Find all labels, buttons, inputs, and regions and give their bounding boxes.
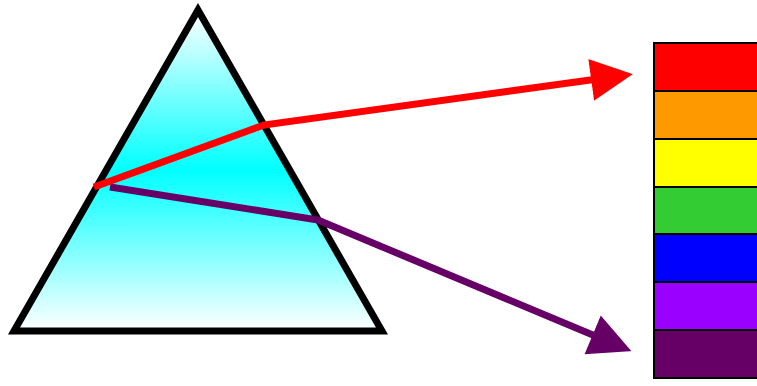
spectrum-band-6 (655, 283, 757, 332)
spectrum-band-2 (655, 91, 757, 140)
red-ray (92, 59, 633, 191)
color-spectrum (653, 42, 757, 379)
spectrum-band-4 (655, 187, 757, 236)
spectrum-band-7 (655, 331, 757, 378)
prism (7, 2, 389, 335)
violet-ray (109, 183, 632, 355)
spectrum-band-3 (655, 139, 757, 188)
spectrum-band-5 (655, 235, 757, 284)
spectrum-band-1 (655, 44, 757, 92)
